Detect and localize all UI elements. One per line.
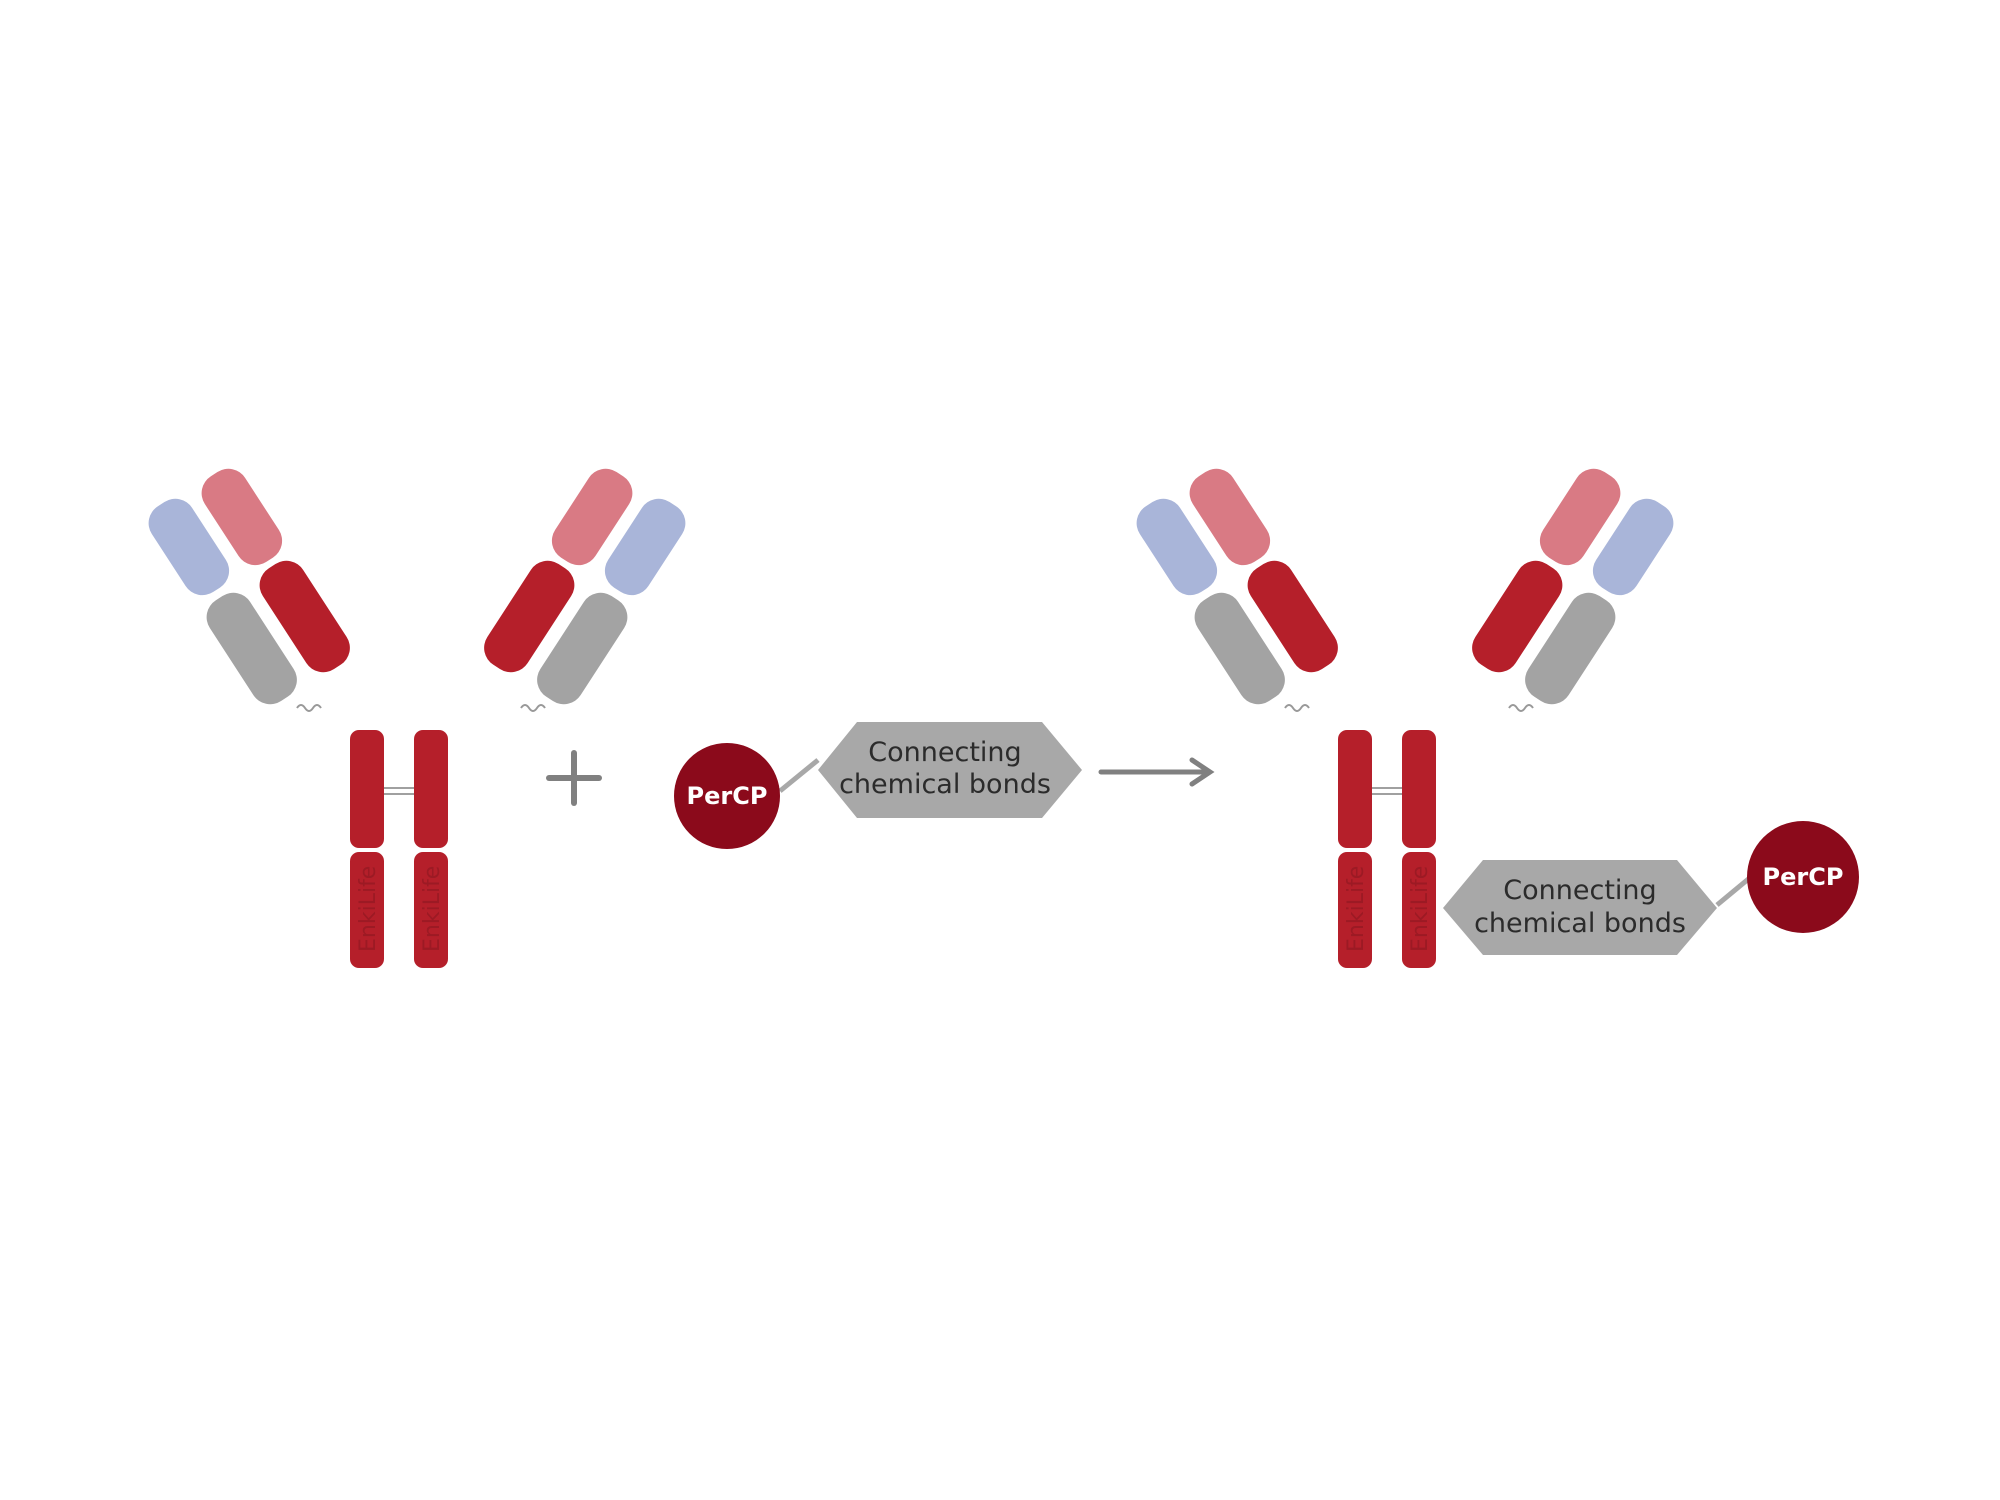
bond-box-attached <box>1443 860 1717 955</box>
bond-attached-connector-line <box>1715 874 1754 907</box>
bond-attached-label-line1: Connecting <box>1503 875 1656 906</box>
percp-conjugate-attached: Connecting chemical bonds PerCP <box>1443 821 1859 955</box>
antibody-right: EnkiLife EnkiLife <box>1127 460 1683 969</box>
percp-attached-circle <box>1747 821 1859 933</box>
bond-label-line1: Connecting <box>868 737 1021 768</box>
bond-attached-label-line2: chemical bonds <box>1474 908 1686 939</box>
watermark-left-1: EnkiLife <box>356 866 381 952</box>
percp-label: PerCP <box>687 782 768 810</box>
percp-conjugate-free: Connecting chemical bonds PerCP <box>674 722 1082 849</box>
antibody-left: EnkiLife EnkiLife <box>139 460 695 969</box>
watermark-left-2: EnkiLife <box>420 866 445 952</box>
percp-circle <box>674 743 780 849</box>
right-arrow-icon <box>1098 757 1215 787</box>
bond-connector-line <box>778 758 820 793</box>
watermark-right-1: EnkiLife <box>1344 866 1369 952</box>
plus-icon <box>546 750 602 806</box>
watermark-right-2: EnkiLife <box>1408 866 1433 952</box>
percp-attached-label: PerCP <box>1763 863 1844 891</box>
bond-label-line2: chemical bonds <box>839 769 1051 800</box>
bond-box <box>818 722 1082 818</box>
